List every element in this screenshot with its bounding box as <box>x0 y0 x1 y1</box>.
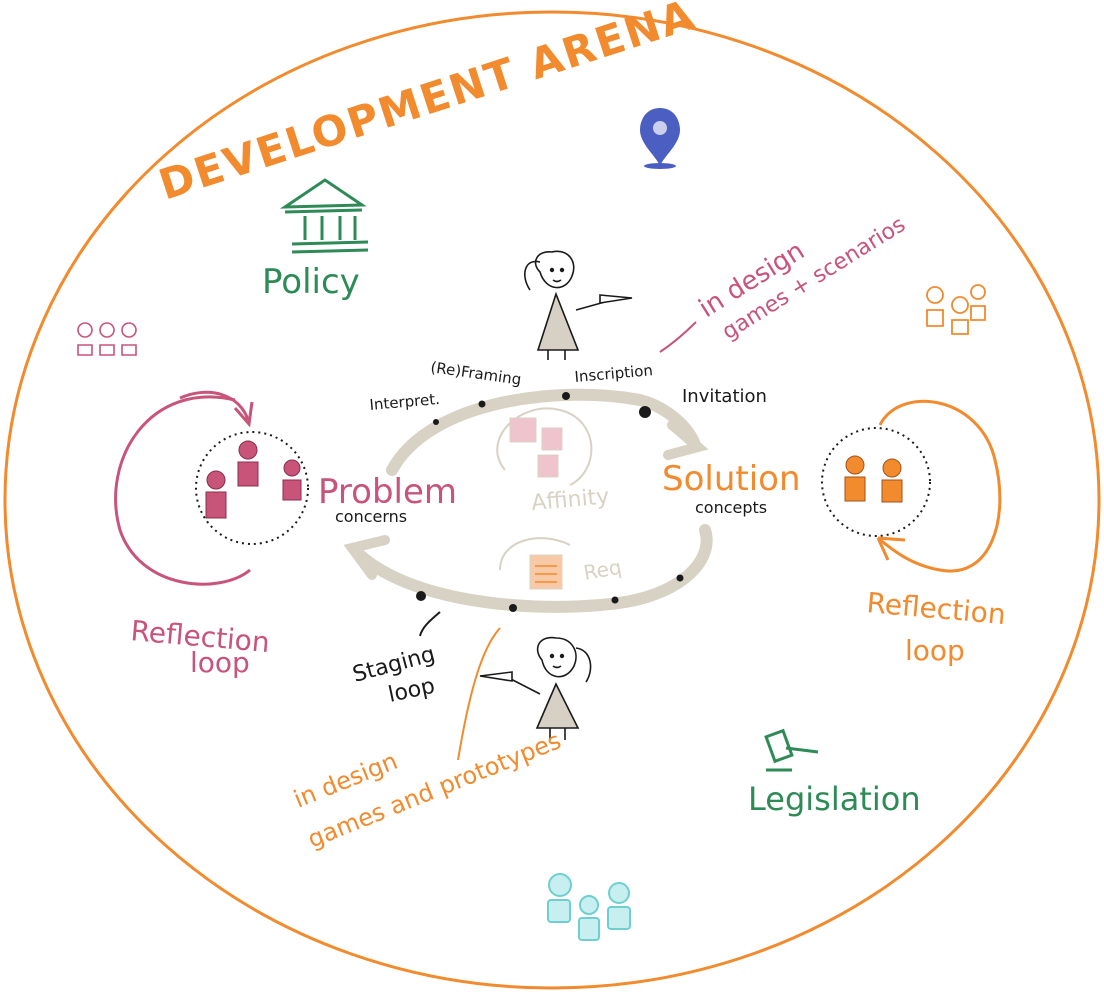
reflection-right-line2: loop <box>905 634 965 667</box>
problem-people <box>205 440 302 519</box>
interpret-label: Interpret. <box>369 390 441 414</box>
solution-group-circle <box>821 427 931 537</box>
reflection-right-line1: Reflection <box>865 586 1007 631</box>
people-group-teal <box>547 873 631 941</box>
location-pin-icon <box>640 108 680 169</box>
legislation-label: Legislation <box>748 780 921 818</box>
policy-building-icon <box>279 178 369 254</box>
staging-line2: loop <box>386 674 437 708</box>
people-group-orange <box>926 284 986 335</box>
affinity-sketch: Affinity <box>496 407 610 516</box>
reflection-left-line2: loop <box>190 646 250 679</box>
problem-title: Problem <box>318 472 457 512</box>
solution-people <box>844 455 903 503</box>
sticky-note-icon <box>509 417 537 443</box>
req-label: Req <box>582 555 624 585</box>
problem-group-circle <box>195 431 309 545</box>
affinity-label: Affinity <box>530 484 610 516</box>
reflection-left-arrowhead <box>179 390 254 428</box>
arena-title: DEVELOPMENT ARENA <box>153 0 701 210</box>
arena-boundary <box>3 10 1101 990</box>
facilitator-bottom-figure <box>479 636 592 740</box>
invitation-label: Invitation <box>682 386 767 407</box>
solution-title: Solution <box>662 459 801 499</box>
problem-subtitle: concerns <box>335 507 407 526</box>
reflection-loop-left-arrow <box>114 395 251 586</box>
loop-markers <box>416 392 684 612</box>
prototypes-pointer <box>457 627 501 761</box>
policy-label: Policy <box>262 262 360 302</box>
central-loop <box>343 388 713 613</box>
req-sketch: Req <box>499 537 624 590</box>
scenarios-pointer <box>659 321 697 353</box>
gavel-icon <box>764 728 819 772</box>
inscription-label: Inscription <box>574 361 654 386</box>
reflection-loop-right-arrow <box>877 400 1002 573</box>
reflection-right-arrowhead <box>876 536 906 561</box>
solution-subtitle: concepts <box>695 498 767 517</box>
people-group-pink <box>77 322 137 356</box>
bottom-arc-arrow <box>354 524 713 613</box>
top-arc-arrow <box>386 388 701 476</box>
facilitator-top-figure <box>524 250 633 360</box>
staging-pointer <box>419 611 441 637</box>
reframing-label: (Re)Framing <box>429 358 522 389</box>
